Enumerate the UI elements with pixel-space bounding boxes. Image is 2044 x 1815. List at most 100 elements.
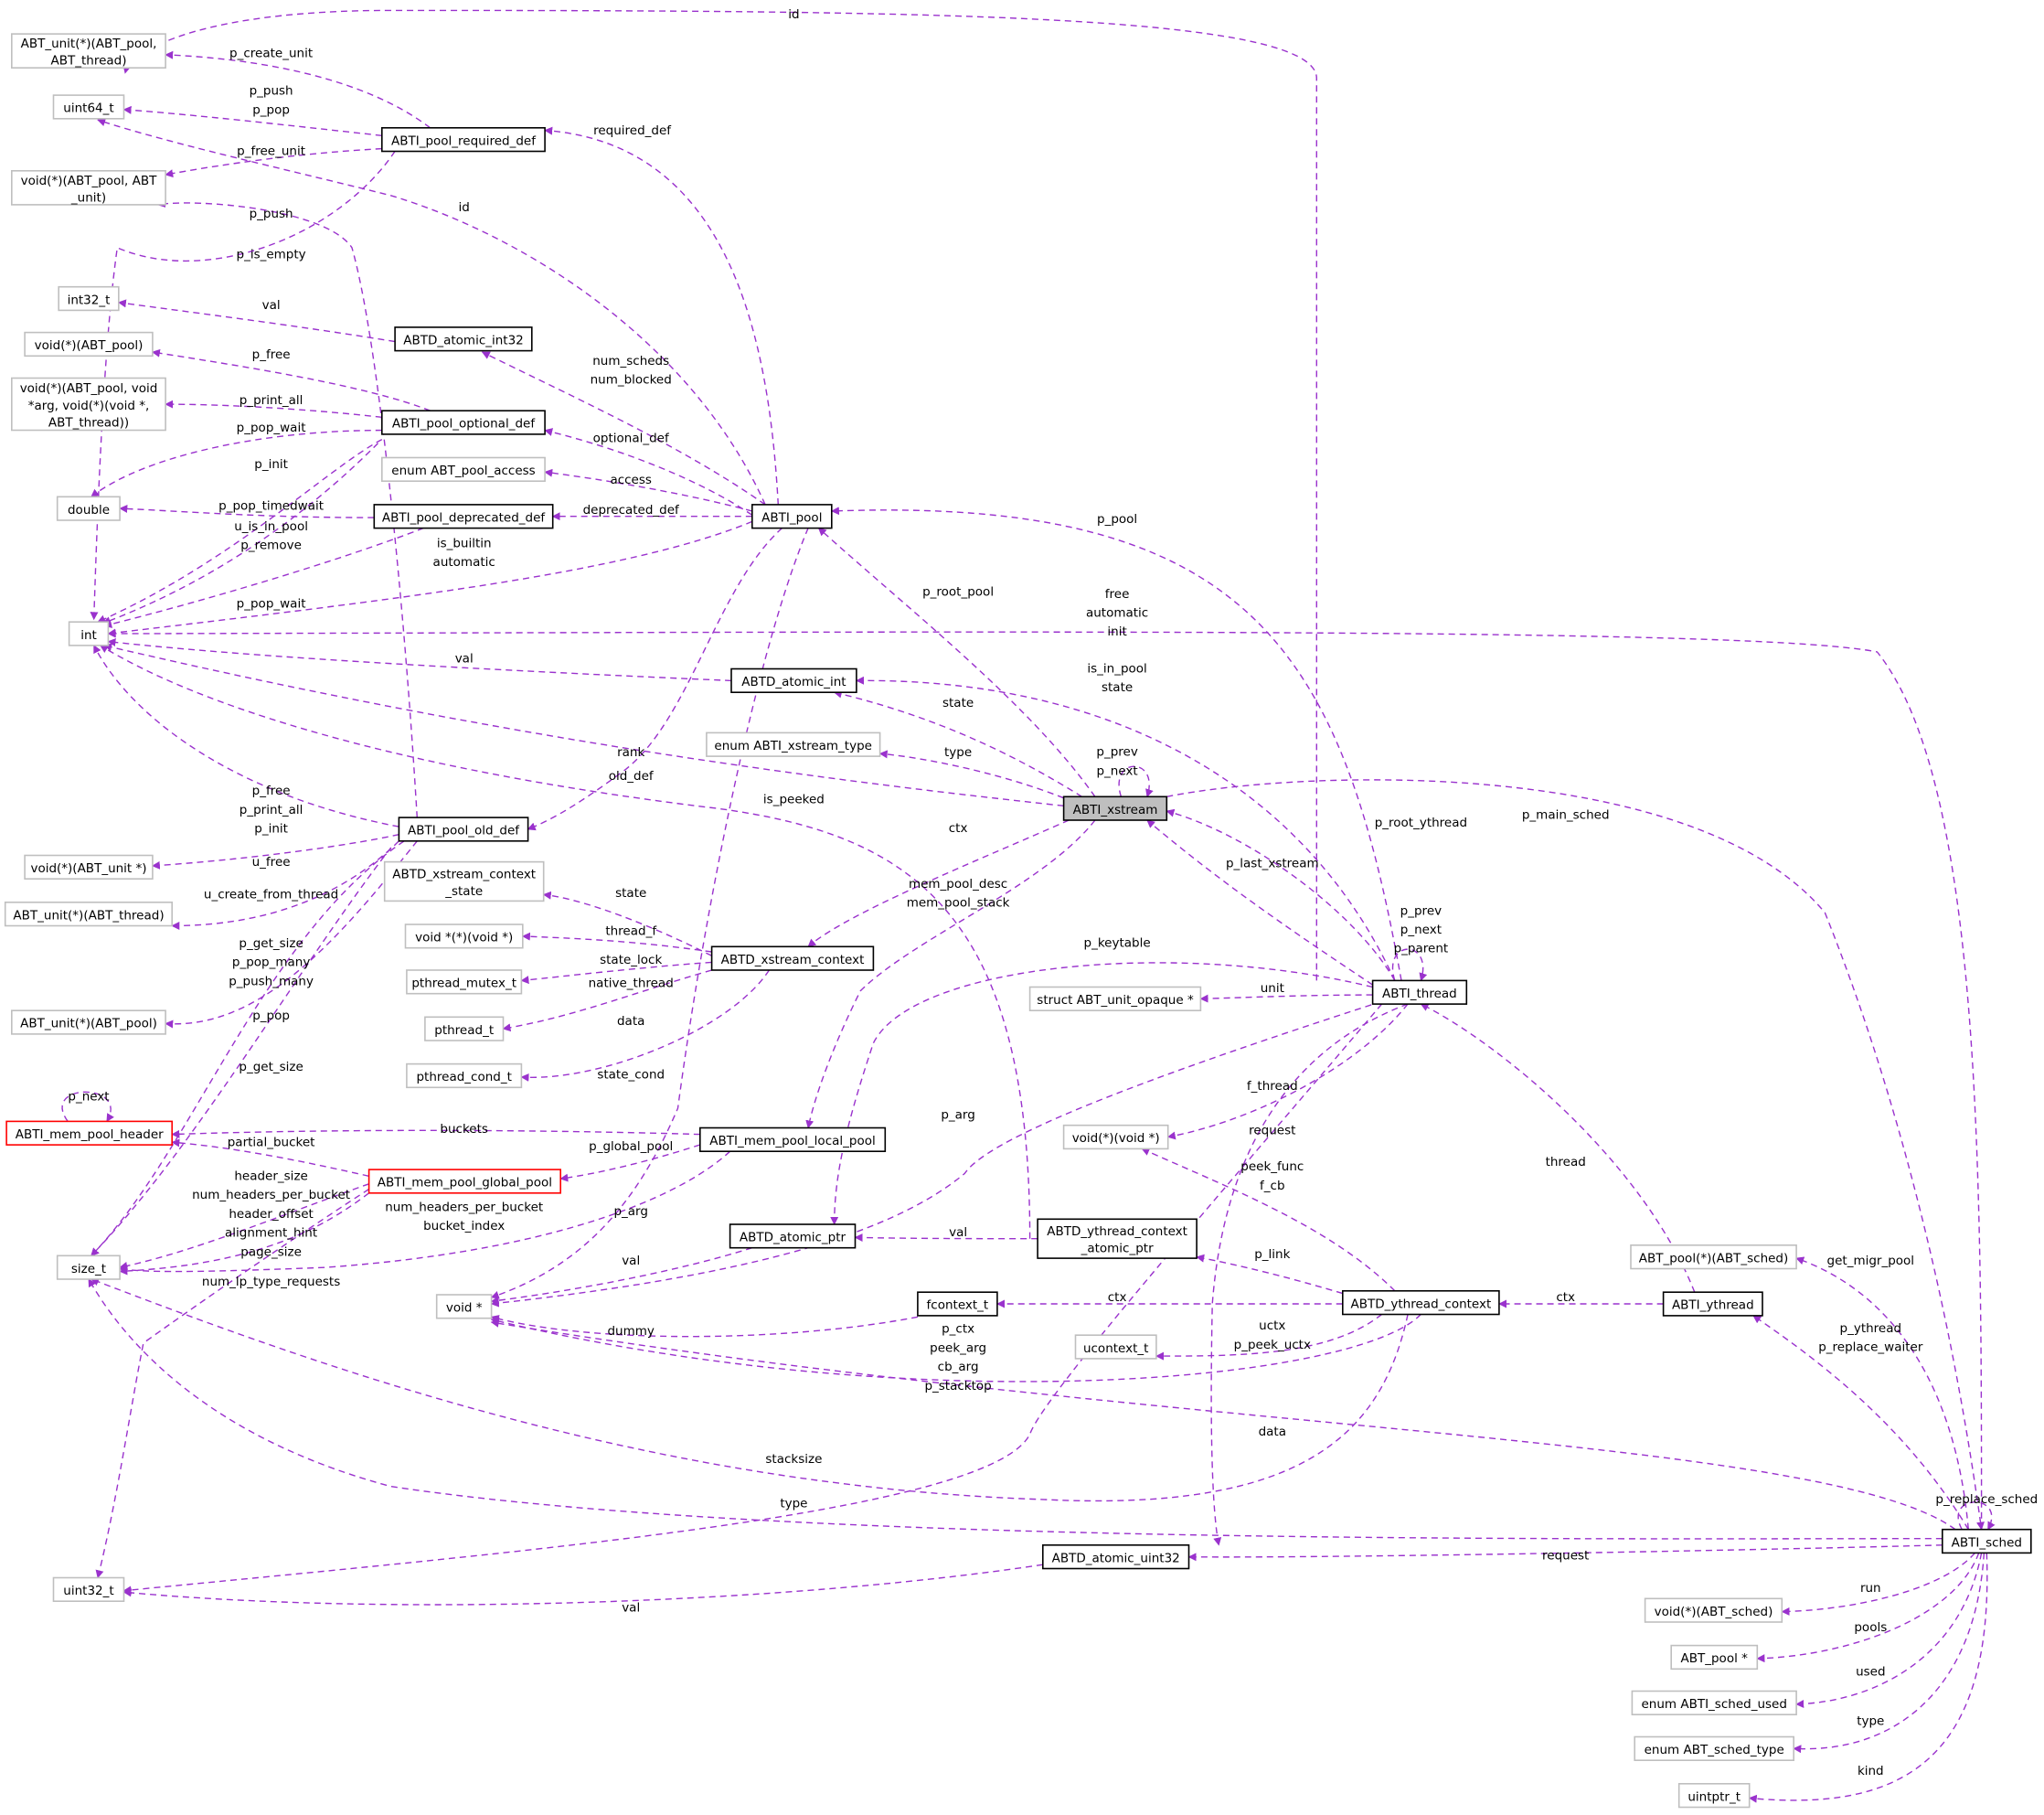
node-pool-required-def[interactable]: ABTI_pool_required_def xyxy=(380,127,546,153)
node-abti-thread[interactable]: ABTI_thread xyxy=(1371,979,1468,1005)
node-abt-unit-thread[interactable]: ABT_unit(*)(ABT_thread) xyxy=(4,901,173,927)
node-box xyxy=(11,1009,166,1035)
node-pthread-t[interactable]: pthread_t xyxy=(424,1016,505,1041)
node-abti-xstream[interactable]: ABTI_xstream xyxy=(1062,795,1168,821)
node-pool-deprecated-def[interactable]: ABTI_pool_deprecated_def xyxy=(373,504,554,529)
node-size-t[interactable]: size_t xyxy=(56,1254,121,1280)
node-void-pool-unit[interactable]: void(*)(ABT_pool, ABT_unit) xyxy=(11,170,166,206)
edge-p-get-size-many xyxy=(90,840,405,1256)
node-int32[interactable]: int32_t xyxy=(58,285,120,312)
edge-request-thread xyxy=(1210,1003,1409,1546)
edge-label-p-create-unit: p_create_unit xyxy=(229,47,313,61)
node-mem-pool-header[interactable]: ABTI_mem_pool_header xyxy=(5,1120,174,1146)
edge-line xyxy=(521,932,712,953)
node-abt-pool-sched[interactable]: ABT_pool(*)(ABT_sched) xyxy=(1630,1244,1797,1270)
node-pool-optional-def[interactable]: ABTI_pool_optional_def xyxy=(380,410,546,435)
edge-label-p-free: p_free xyxy=(252,347,291,362)
node-int[interactable]: int xyxy=(68,621,110,646)
edge-stacksize xyxy=(90,1277,1409,1502)
edge-line xyxy=(856,676,1396,981)
node-atomic-int32[interactable]: ABTD_atomic_int32 xyxy=(394,326,533,352)
node-void-pool[interactable]: void(*)(ABT_pool) xyxy=(24,331,154,358)
edge-line xyxy=(817,527,1096,797)
edge-line xyxy=(90,847,392,1256)
node-void-ptr-fn[interactable]: void *(*)(void *) xyxy=(404,924,524,949)
node-uintptr[interactable]: uintptr_t xyxy=(1677,1783,1751,1809)
node-enum-xstream-type[interactable]: enum ABTI_xstream_type xyxy=(706,731,881,757)
node-label: ABT_unit(*)(ABT_pool) xyxy=(20,1017,157,1031)
edge-label-type-xs: type xyxy=(944,745,972,760)
node-label: pthread_mutex_t xyxy=(411,977,516,991)
node-label: void(*)(ABT_pool) xyxy=(35,338,144,353)
node-pthread-mutex[interactable]: pthread_mutex_t xyxy=(406,969,523,995)
edge-num-headers-bucket-index xyxy=(95,1188,369,1579)
node-box xyxy=(1342,1290,1500,1316)
node-enum-sched-used[interactable]: enum ABTI_sched_used xyxy=(1631,1690,1797,1716)
node-box xyxy=(5,1120,174,1146)
edge-u-free xyxy=(151,834,399,870)
node-unit-opaque[interactable]: struct ABT_unit_opaque * xyxy=(1028,986,1202,1012)
node-box xyxy=(435,1294,493,1319)
node-label: ABTI_ythread xyxy=(1672,1298,1754,1313)
node-double[interactable]: double xyxy=(56,496,121,521)
edge-line xyxy=(544,126,779,505)
edge-line xyxy=(490,1313,1421,1383)
edge-label-dummy: dummy xyxy=(607,1324,654,1339)
node-abt-pool-star[interactable]: ABT_pool * xyxy=(1670,1644,1759,1671)
edge-label-state-cond: state_cond xyxy=(597,1067,665,1082)
node-fcontext[interactable]: fcontext_t xyxy=(917,1291,998,1317)
node-abt-unit-pool[interactable]: ABT_unit(*)(ABT_pool) xyxy=(11,1009,166,1035)
node-void-unit-ptr[interactable]: void(*)(ABT_unit *) xyxy=(24,854,154,881)
edge-label-old-def: old_def xyxy=(609,769,655,784)
node-void-sched[interactable]: void(*)(ABT_sched) xyxy=(1644,1597,1783,1623)
edge-line xyxy=(1166,808,1396,981)
node-atomic-ptr[interactable]: ABTD_atomic_ptr xyxy=(729,1223,857,1249)
edge-label-header-size: page_size xyxy=(240,1244,302,1259)
edge-line xyxy=(107,638,732,682)
node-atomic-uint32[interactable]: ABTD_atomic_uint32 xyxy=(1042,1544,1190,1570)
node-void-fn-void[interactable]: void(*)(void *) xyxy=(1062,1124,1169,1150)
edge-line xyxy=(151,348,431,411)
node-void-star[interactable]: void * xyxy=(435,1294,493,1319)
node-uint64[interactable]: uint64_t xyxy=(52,94,125,120)
edge-line xyxy=(481,351,766,506)
edge-label-mem-pool-desc: mem_pool_stack xyxy=(907,895,1010,910)
node-abti-pool[interactable]: ABTI_pool xyxy=(751,504,833,529)
edge-label-val-atomic-int: val xyxy=(455,651,474,666)
edge-partial-bucket xyxy=(171,1138,369,1177)
edge-label-num-headers-bucket-index: num_headers_per_bucket xyxy=(385,1200,543,1214)
edge-line xyxy=(117,299,396,343)
node-abti-ythread[interactable]: ABTI_ythread xyxy=(1662,1291,1763,1317)
edge-label-is-in-pool-state: is_in_pool xyxy=(1087,662,1146,677)
node-pool-old-def[interactable]: ABTI_pool_old_def xyxy=(398,817,529,842)
node-ucontext[interactable]: ucontext_t xyxy=(1074,1334,1157,1360)
node-label: size_t xyxy=(71,1262,106,1276)
node-box xyxy=(406,969,523,995)
node-enum-sched-type[interactable]: enum ABT_sched_type xyxy=(1634,1735,1794,1762)
edge-label-pools: pools xyxy=(1854,1620,1887,1635)
node-box xyxy=(1062,795,1168,821)
node-mem-pool-local-pool[interactable]: ABTI_mem_pool_local_pool xyxy=(698,1126,887,1153)
edge-type-thread xyxy=(122,1003,1383,1595)
edge-label-is-peeked: is_peeked xyxy=(763,792,825,806)
node-ythread-ctx-atomic-ptr[interactable]: ABTD_ythread_context_atomic_ptr xyxy=(1037,1218,1198,1259)
node-uint32[interactable]: uint32_t xyxy=(52,1576,125,1603)
node-abt-unit-pool-thread[interactable]: ABT_unit(*)(ABT_pool,ABT_thread) xyxy=(11,33,166,69)
node-label: ABTD_atomic_ptr xyxy=(740,1231,846,1245)
node-atomic-int[interactable]: ABTD_atomic_int xyxy=(730,667,857,694)
edge-label-ctx-ythread: ctx xyxy=(1556,1290,1575,1305)
node-label: double xyxy=(68,503,110,518)
edge-line xyxy=(122,9,1318,981)
edge-line xyxy=(165,840,418,1029)
node-enum-pool-access[interactable]: enum ABT_pool_access xyxy=(380,456,546,483)
edge-used xyxy=(1795,1553,1983,1709)
node-xstream-context-state[interactable]: ABTD_xstream_context_state xyxy=(383,860,545,902)
node-label: ABT_thread)) xyxy=(48,415,129,430)
node-mem-pool-global-pool[interactable]: ABTI_mem_pool_global_pool xyxy=(367,1169,562,1194)
node-void-print-all[interactable]: void(*)(ABT_pool, void*arg, void(*)(void… xyxy=(11,377,166,432)
node-xstream-context[interactable]: ABTD_xstream_context xyxy=(710,945,875,971)
edge-val-atomic-int xyxy=(107,638,732,682)
node-pthread-cond[interactable]: pthread_cond_t xyxy=(406,1062,523,1089)
node-ythread-context[interactable]: ABTD_ythread_context xyxy=(1342,1290,1500,1316)
node-abti-sched[interactable]: ABTI_sched xyxy=(1942,1528,2032,1554)
